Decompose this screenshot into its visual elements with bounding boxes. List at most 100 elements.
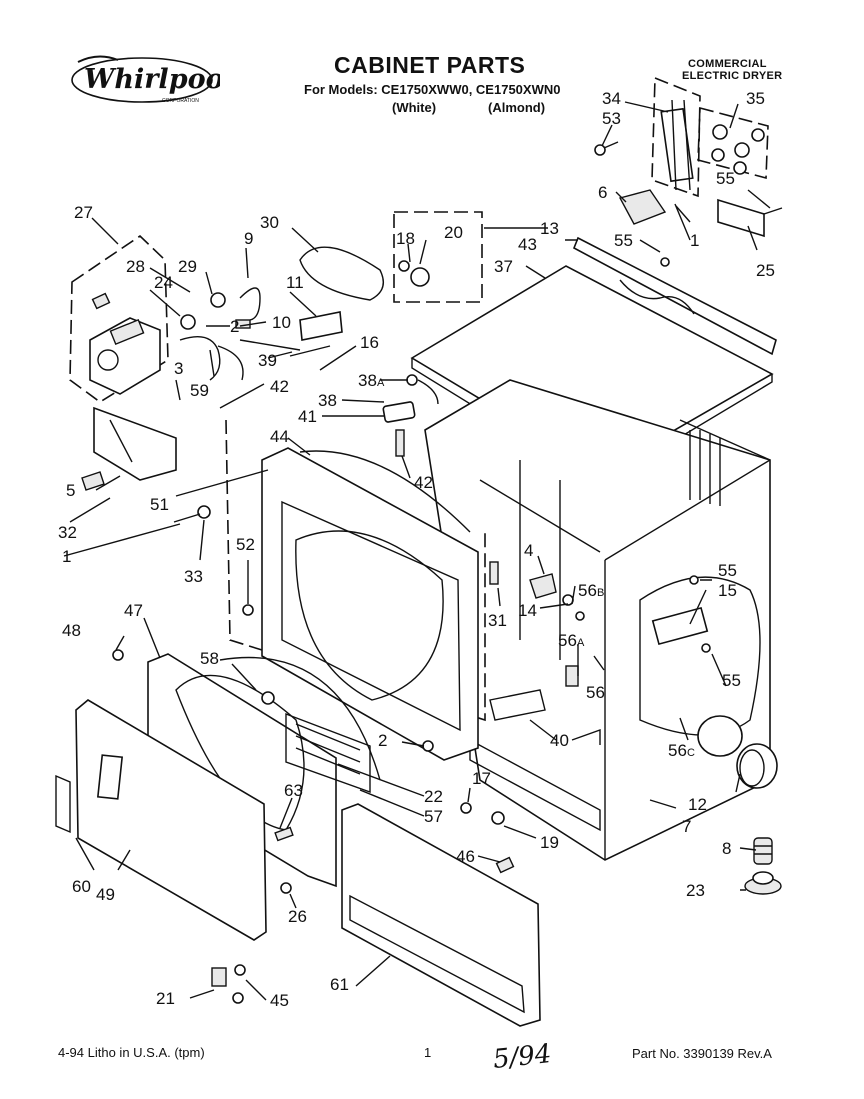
- product-type-line2: ELECTRIC DRYER: [682, 70, 783, 82]
- callout-13: 13: [540, 219, 559, 238]
- callout-1: 1: [690, 231, 699, 250]
- callout-46: 46: [456, 847, 475, 866]
- callout-19: 19: [540, 833, 559, 852]
- motor-assembly-27: [69, 234, 169, 403]
- callout-52: 52: [236, 535, 255, 554]
- cabinet-body: [424, 379, 771, 861]
- callout-22: 22: [424, 787, 443, 806]
- callout-29: 29: [178, 257, 197, 276]
- callout-63: 63: [284, 781, 303, 800]
- callout-39: 39: [258, 351, 277, 370]
- callout-8: 8: [722, 839, 731, 858]
- callout-32: 32: [58, 523, 77, 542]
- callout-34: 34: [602, 89, 621, 108]
- callout-15: 15: [718, 581, 737, 600]
- callout-35: 35: [746, 89, 765, 108]
- callout-58: 58: [200, 649, 219, 668]
- callout-27: 27: [74, 203, 93, 222]
- callout-5: 5: [66, 481, 75, 500]
- handwritten-date: 5/94: [491, 1039, 553, 1075]
- callout-43: 43: [518, 235, 537, 254]
- callout-21: 21: [156, 989, 175, 1008]
- callout-56: 56: [578, 581, 597, 600]
- callout-23: 23: [686, 881, 705, 900]
- callout-33: 33: [184, 567, 203, 586]
- callout-55: 55: [722, 671, 741, 690]
- callout-48: 48: [62, 621, 81, 640]
- screw-28: [91, 292, 111, 310]
- callout-16: 16: [360, 333, 379, 352]
- callout-10: 10: [272, 313, 291, 332]
- callout-56: 56: [586, 683, 605, 702]
- callout-9: 9: [244, 229, 253, 248]
- callout-4: 4: [524, 541, 533, 560]
- footer-print-info: 4-94 Litho in U.S.A. (tpm): [58, 1045, 205, 1060]
- rear-rail-43: [572, 236, 777, 356]
- callout-56: 56: [668, 741, 687, 760]
- callout-47: 47: [124, 601, 143, 620]
- variant-almond: (Almond): [488, 100, 546, 115]
- page-title: CABINET PARTS: [334, 52, 526, 78]
- screw-42: [395, 429, 405, 457]
- outer-door-49: [55, 699, 267, 941]
- variant-white: (White): [392, 100, 437, 115]
- screw-53: [594, 141, 619, 156]
- bracket-6: [618, 189, 691, 225]
- callout-42: 42: [270, 377, 289, 396]
- small-parts-2-10-11-16: [180, 292, 343, 357]
- callout-1: 1: [62, 547, 71, 566]
- callout-31: 31: [488, 611, 507, 630]
- callout-17: 17: [472, 769, 491, 788]
- callout-38: 38: [318, 391, 337, 410]
- product-type-line1: COMMERCIAL: [688, 58, 767, 70]
- brand-wordmark: Whirlpool: [84, 64, 220, 95]
- toe-panel-61: [341, 803, 541, 1027]
- misc-hardware: [112, 505, 711, 1004]
- relay-13: [393, 211, 483, 303]
- callout-37: 37: [494, 257, 513, 276]
- footer-page-number: 1: [424, 1045, 432, 1060]
- callout-30: 30: [260, 213, 279, 232]
- foot-pad-23: [744, 871, 782, 895]
- callout-53: 53: [602, 109, 621, 128]
- wire-harness-59: [179, 336, 244, 381]
- callout-49: 49: [96, 885, 115, 904]
- callout-59: 59: [190, 381, 209, 400]
- callout-40: 40: [550, 731, 569, 750]
- callout-60: 60: [72, 877, 91, 896]
- callout-45: 45: [270, 991, 289, 1010]
- harness-9-30: [239, 246, 384, 321]
- leveling-leg-8: [753, 837, 773, 865]
- callout-57: 57: [424, 807, 443, 826]
- callout-28: 28: [126, 257, 145, 276]
- callout-6: 6: [598, 183, 607, 202]
- callout-25: 25: [756, 261, 775, 280]
- callout-56-suffix: C: [687, 747, 695, 759]
- callout-14: 14: [518, 601, 537, 620]
- models-line: For Models: CE1750XWW0, CE1750XWN0: [304, 82, 561, 97]
- callout-38: 38: [358, 371, 377, 390]
- callout-7: 7: [682, 817, 691, 836]
- callout-2: 2: [230, 317, 239, 336]
- callout-38-suffix: A: [377, 377, 385, 389]
- callout-56: 56: [558, 631, 577, 650]
- cover-plate-25: [717, 198, 783, 238]
- callout-41: 41: [298, 407, 317, 426]
- callout-labels: 34 53 35 6 55 1 25 55 13 43 37 27 30 9 1…: [58, 89, 775, 1010]
- callout-55: 55: [718, 561, 737, 580]
- callout-12: 12: [688, 795, 707, 814]
- callout-55: 55: [716, 169, 735, 188]
- brand-tagline: CORPORATION: [162, 98, 199, 104]
- bracket-3: [93, 406, 177, 481]
- screw-5: [81, 471, 105, 491]
- callout-2: 2: [378, 731, 387, 750]
- leader-lines: [63, 101, 771, 1001]
- whirlpool-logo: Whirlpool CORPORATION: [71, 55, 220, 104]
- callout-24: 24: [154, 273, 173, 292]
- callout-26: 26: [288, 907, 307, 926]
- callout-18: 18: [396, 229, 415, 248]
- callout-20: 20: [444, 223, 463, 242]
- front-panel-44: [225, 419, 499, 761]
- callout-11: 11: [286, 273, 304, 292]
